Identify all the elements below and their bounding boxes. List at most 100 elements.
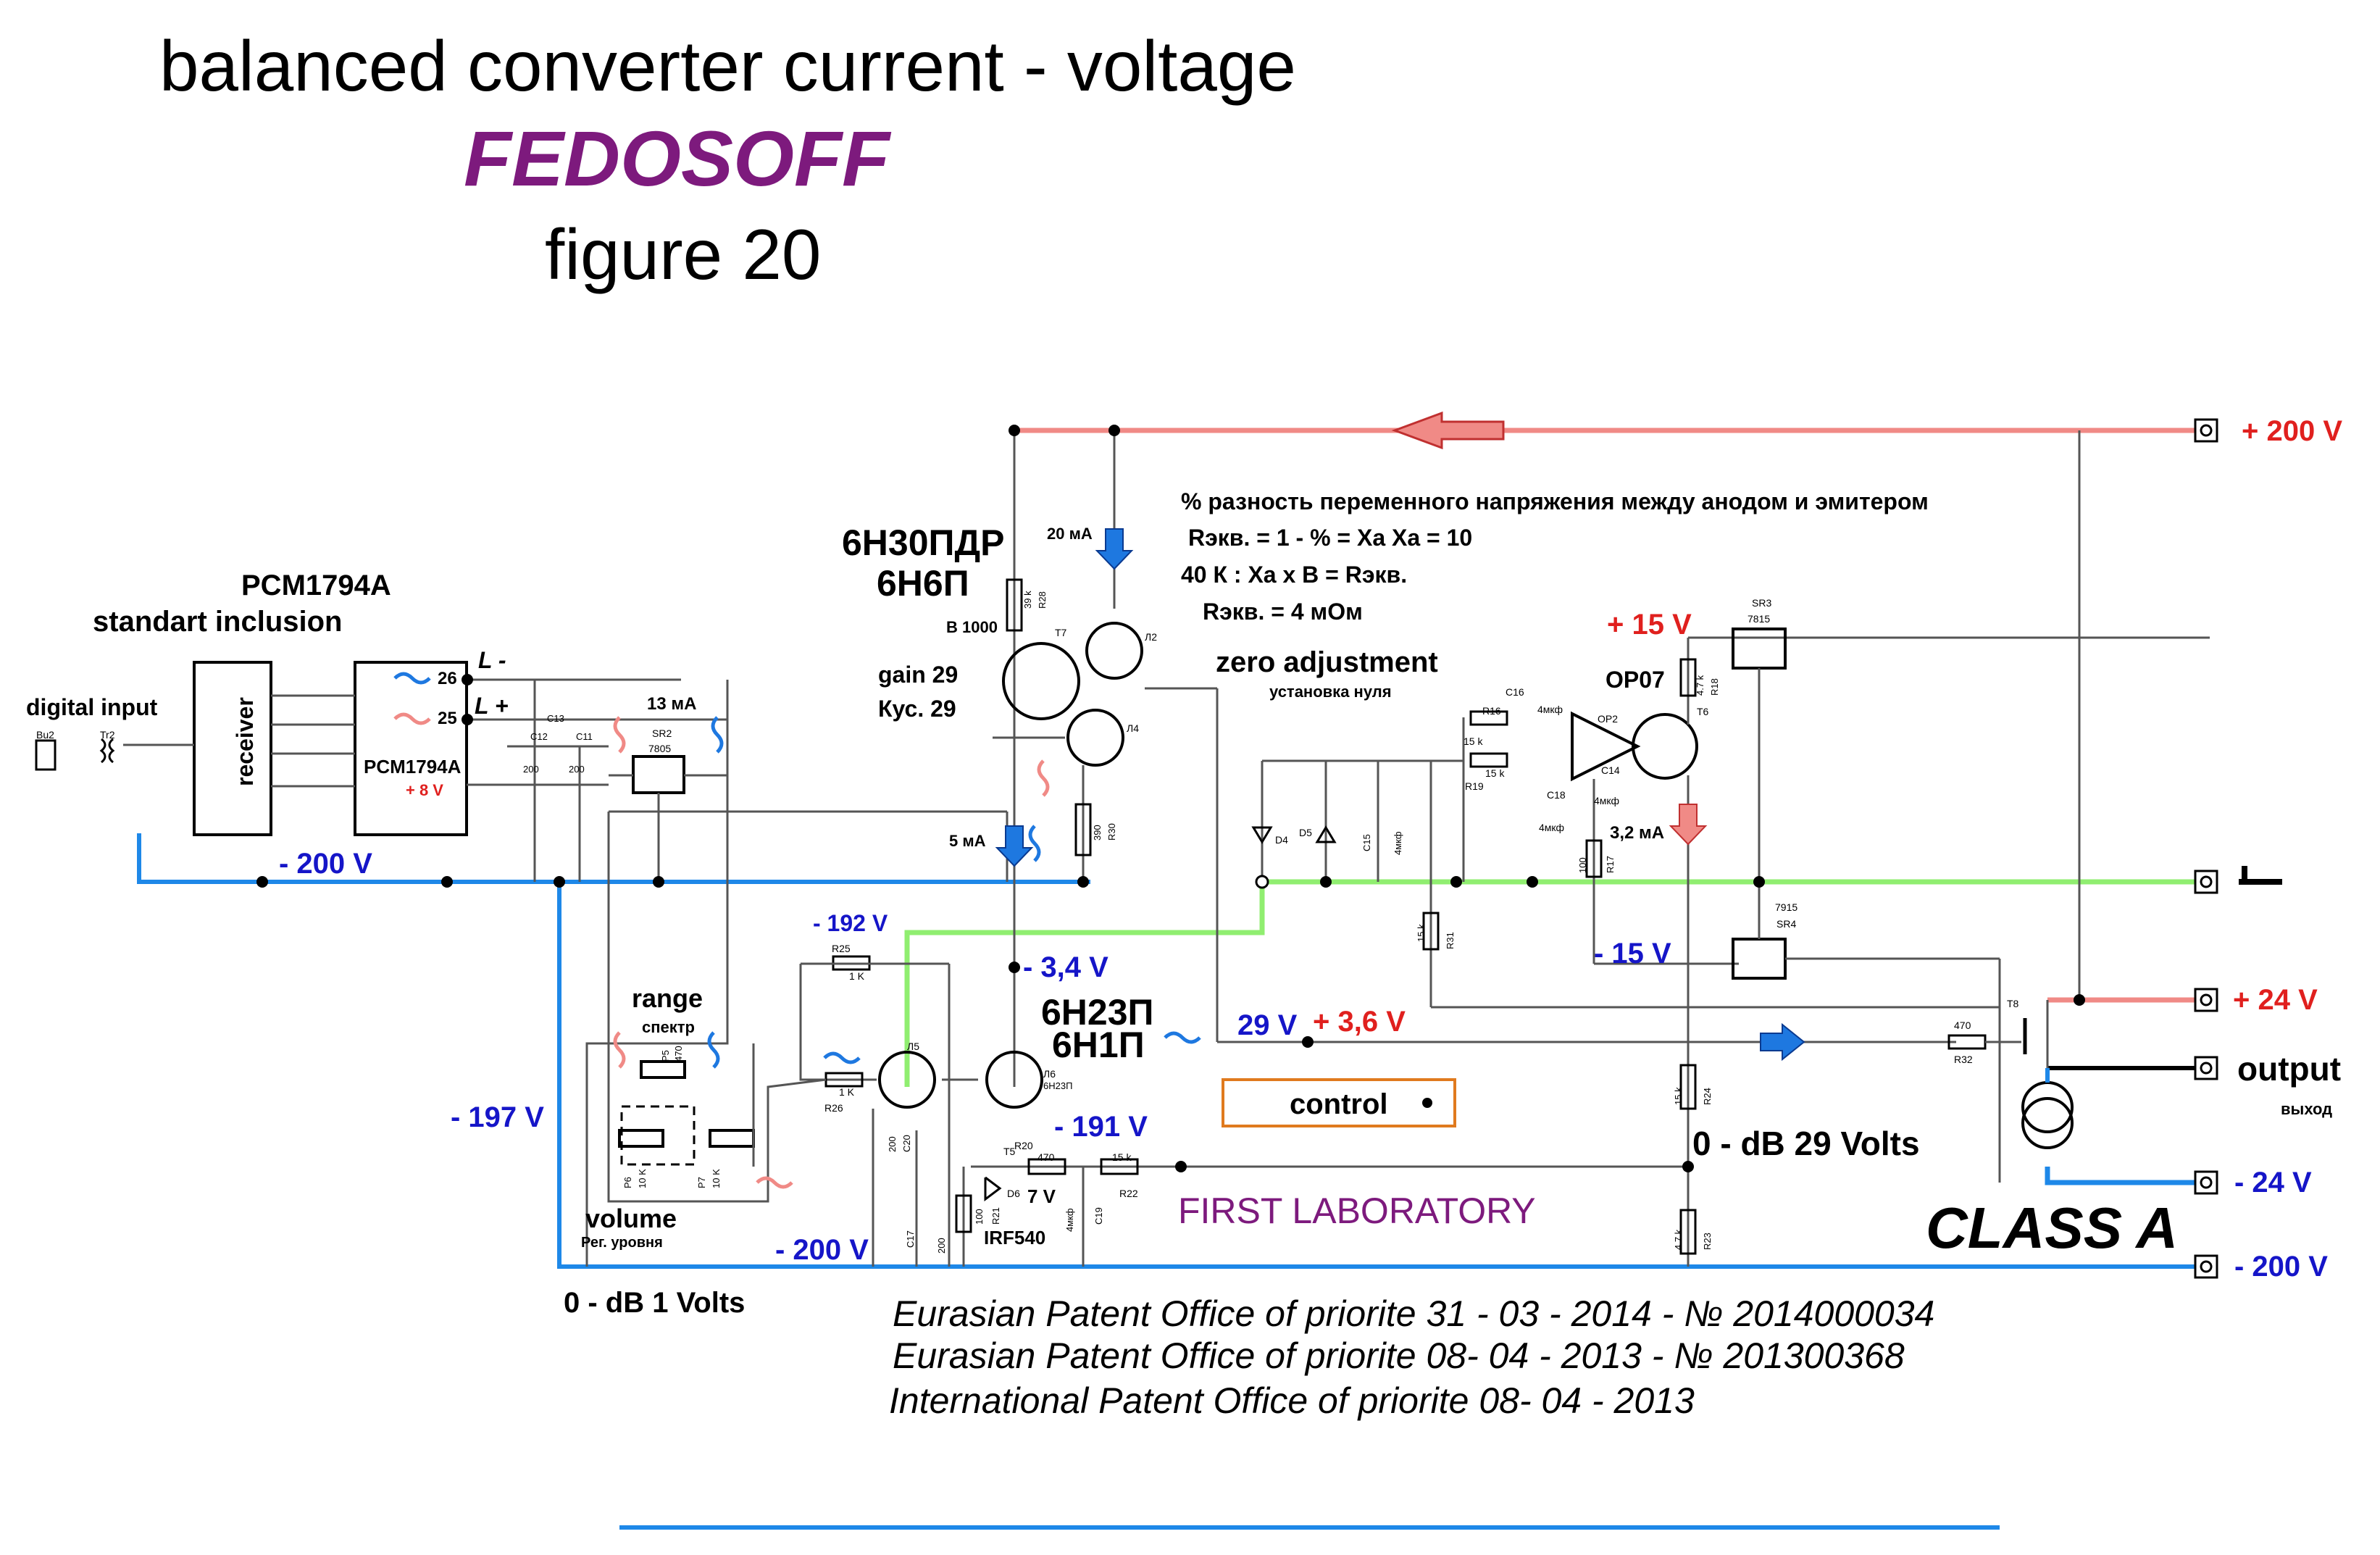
- out-l-minus-label: L -: [478, 647, 506, 673]
- node-minus-192v: - 192 V: [813, 910, 888, 936]
- r28-resistor: [1006, 578, 1023, 632]
- sr2-label: SR2: [652, 728, 672, 739]
- r19-value: 15 k: [1485, 767, 1505, 779]
- volume-pot-p6: [618, 1129, 664, 1148]
- c11-value: 200: [569, 764, 585, 775]
- t5-label: T5: [1003, 1146, 1016, 1157]
- r26-value: 1 K: [839, 1086, 855, 1098]
- node-plus-3-6v: + 3,6 V: [1313, 1006, 1406, 1038]
- terminal-minus-200v: [2194, 1254, 2218, 1279]
- range-label: range: [632, 983, 703, 1013]
- patent-line-2: Eurasian Patent Office of priorite 08- 0…: [893, 1335, 1905, 1376]
- p6-label: P6: [622, 1177, 633, 1188]
- r21-resistor: [955, 1194, 972, 1233]
- r23-label: R23: [1702, 1233, 1713, 1250]
- op07-label: OP07: [1606, 667, 1665, 693]
- transistor-t6: [1632, 713, 1698, 780]
- arrow-3-2ma: [1669, 804, 1708, 846]
- t8-label: T8: [2007, 998, 2019, 1009]
- upper-tube-name-2: 6Н6П: [877, 563, 969, 604]
- r17-resistor: [1585, 839, 1603, 878]
- c19-value: 4мкф: [1064, 1208, 1075, 1232]
- r30-resistor: [1074, 803, 1092, 856]
- patent-line-3: International Patent Office of priorite …: [889, 1380, 1695, 1421]
- control-label: control: [1290, 1088, 1388, 1120]
- out-l-plus-label: L +: [475, 693, 509, 719]
- d5-label: D5: [1299, 827, 1312, 838]
- sr2-type-label: 7805: [648, 743, 672, 754]
- r22-resistor: [1100, 1158, 1139, 1175]
- control-box: control: [1222, 1078, 1456, 1127]
- c18-label: C18: [1547, 789, 1566, 801]
- arrow-output-signal: [1760, 1022, 1805, 1062]
- c17-label: C17: [905, 1230, 916, 1248]
- b-label: В 1000: [946, 618, 998, 636]
- ac-wave-red-volume: [756, 1176, 793, 1189]
- minus-200v-rail-top: [137, 833, 1090, 884]
- tube-l6: [985, 1051, 1043, 1109]
- d4-label: D4: [1275, 834, 1288, 846]
- c18-value: 4мкф: [1539, 822, 1565, 833]
- r22-label: R22: [1119, 1188, 1138, 1199]
- irf540-label: IRF540: [984, 1227, 1046, 1248]
- note-line-4: Rэкв. = 4 мОм: [1203, 599, 1363, 625]
- c16-value: 4мкф: [1537, 704, 1563, 715]
- p6-value: 10 K: [637, 1169, 648, 1188]
- l5-label: Л5: [907, 1041, 919, 1052]
- t7-label: T7: [1055, 627, 1067, 638]
- pcm-supply-label: + 8 V: [406, 781, 443, 799]
- volume-label: volume: [585, 1204, 677, 1233]
- upper-tube-name-1: 6Н30ПДР: [842, 522, 1005, 563]
- d6-label: D6: [1007, 1188, 1020, 1199]
- d6-diode: [984, 1176, 1002, 1201]
- r20-label: R20: [1014, 1140, 1033, 1151]
- r23-resistor: [1679, 1209, 1697, 1255]
- l6-label: Л6: [1043, 1068, 1056, 1080]
- note-line-1: % разность переменного напряжения между …: [1181, 488, 1929, 514]
- ac-wave-red-l4: [1037, 759, 1050, 797]
- r22-value: 15 k: [1112, 1151, 1132, 1163]
- tube-l5: [878, 1051, 936, 1109]
- gain-label: gain 29: [878, 662, 959, 688]
- c20-value: 200: [887, 1136, 898, 1152]
- receiver-block: [193, 661, 272, 836]
- r19-label: R19: [1465, 780, 1484, 792]
- c19-label: C19: [1093, 1207, 1104, 1225]
- digital-input-jack: [35, 739, 57, 771]
- r17-label: R17: [1605, 856, 1616, 873]
- ac-wave-blue-6n23p: [1164, 1031, 1201, 1044]
- rail-minus-15v: - 15 V: [1594, 938, 1671, 970]
- ac-wave-blue-range: [707, 1031, 720, 1069]
- ac-wave-red-range: [613, 1031, 626, 1069]
- terminal-plus-24v-label: + 24 V: [2233, 984, 2318, 1016]
- source-7v: 7 V: [1027, 1185, 1056, 1207]
- sr3-type-label: 7815: [1748, 613, 1771, 625]
- r30-label: R30: [1106, 823, 1117, 841]
- rail-minus-200v-left: - 200 V: [279, 848, 372, 880]
- p5-label: P5: [660, 1050, 671, 1062]
- c15-value: 4мкф: [1392, 831, 1403, 855]
- rail-plus-15v: + 15 V: [1607, 609, 1692, 641]
- r31-value: 15 k: [1416, 924, 1427, 942]
- terminal-output: [2194, 1056, 2218, 1080]
- diode-d4: [1251, 826, 1273, 844]
- terminal-minus-24v: [2194, 1170, 2218, 1195]
- c12-label: C12: [530, 731, 548, 742]
- author-name: FEDOSOFF: [464, 114, 890, 202]
- r19-resistor: [1469, 752, 1508, 768]
- c13-label: C13: [547, 713, 564, 724]
- node-29v: 29 V: [1237, 1009, 1298, 1041]
- c12-value: 200: [523, 764, 539, 775]
- note-line-2: Rэкв. = 1 - % = Xa Xa = 10: [1188, 525, 1473, 551]
- terminal-output-ru-label: выход: [2281, 1100, 2333, 1118]
- diode-d5: [1315, 825, 1337, 843]
- current-20ma: 20 мА: [1047, 525, 1093, 543]
- ac-wave-blue-l5: [823, 1051, 861, 1064]
- current-5ma: 5 мА: [949, 832, 986, 850]
- r25-value: 1 K: [849, 970, 865, 982]
- sr2-regulator: [632, 755, 685, 794]
- ac-wave-blue-5ma: [1028, 825, 1041, 862]
- r30-value: 390: [1092, 825, 1103, 841]
- r23-value: 4.7 k: [1673, 1229, 1684, 1250]
- c15-label: C15: [1361, 834, 1372, 851]
